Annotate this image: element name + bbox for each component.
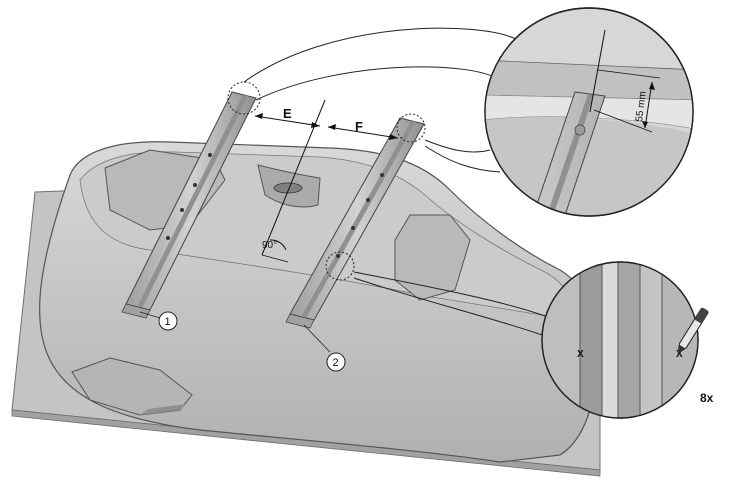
pad-right [394, 214, 471, 301]
quantity-label: 8x [700, 391, 714, 405]
pad-lower-left [71, 357, 193, 416]
callout-1-label: 1 [165, 316, 171, 328]
mark-x-right: X [676, 349, 683, 360]
angle-label: 90° [262, 240, 277, 251]
rail-1 [121, 91, 257, 319]
mark-x-left: X [577, 349, 584, 360]
callout-1 [158, 311, 178, 331]
detail-height-label: 55 mm [634, 91, 649, 123]
dimension-e-label: E [283, 106, 292, 121]
dimension-f-label: F [355, 119, 363, 134]
callout-2 [326, 352, 346, 372]
rail-2 [285, 117, 425, 329]
detail-top [484, 7, 694, 217]
callout-2-label: 2 [333, 357, 339, 369]
dimension-arrow-icon [254, 113, 399, 140]
marker-pen-icon [677, 307, 709, 354]
